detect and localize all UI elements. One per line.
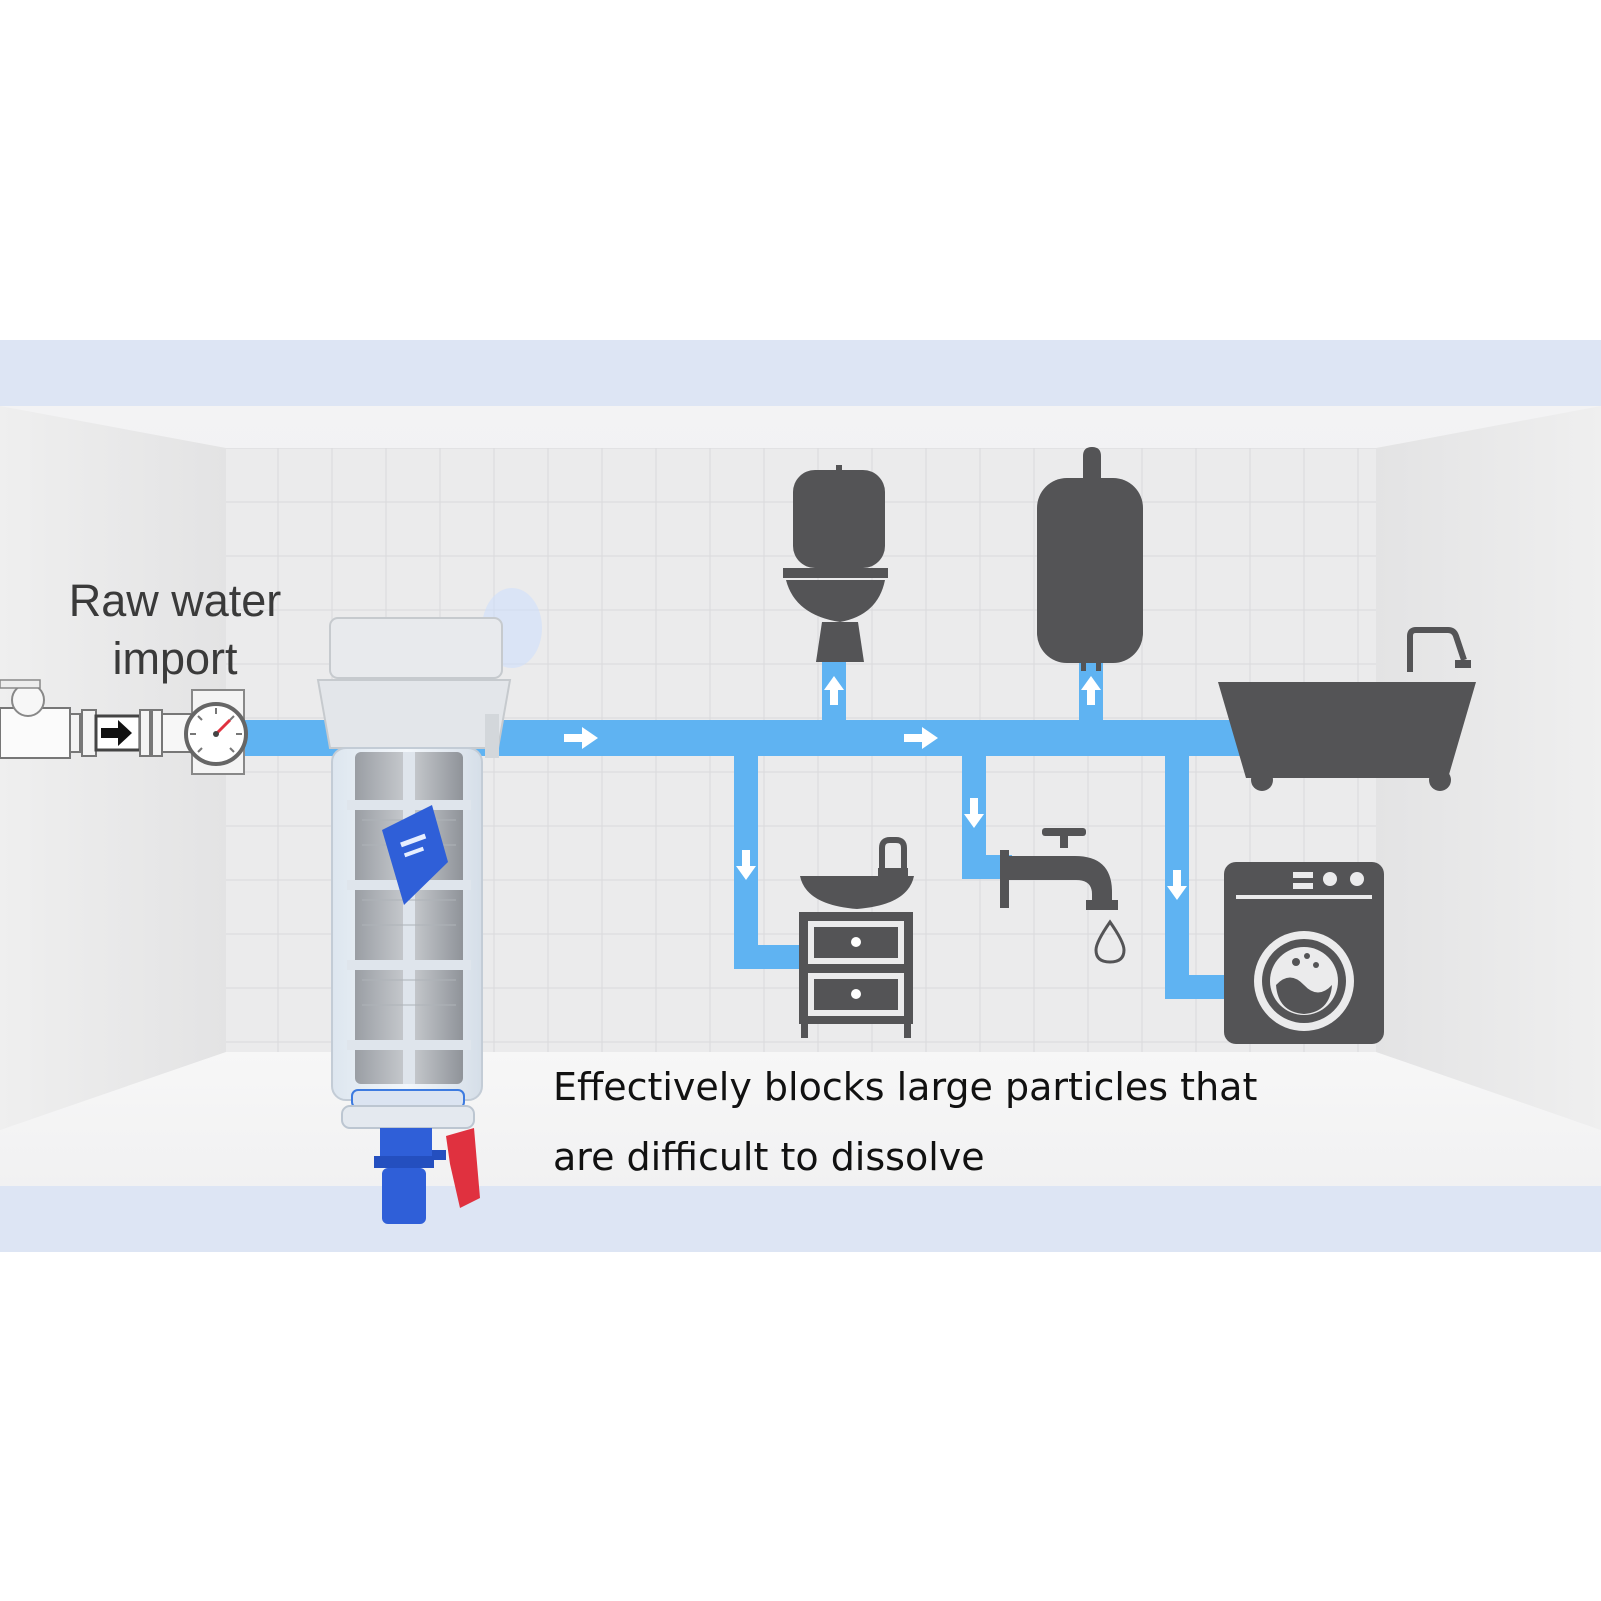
right-side-wall — [1376, 406, 1601, 1130]
arrow-right-icon — [101, 720, 132, 746]
arrow-right-icon — [904, 727, 938, 749]
water-drop-icon — [1094, 919, 1126, 964]
water-heater-icon — [1037, 447, 1143, 671]
arrow-up-icon — [824, 676, 844, 705]
arrow-down-icon — [1167, 870, 1187, 900]
sink-cabinet-icon — [799, 837, 914, 1038]
filter-label-badge — [382, 805, 448, 905]
flow-arrows — [564, 676, 1187, 900]
raw-water-label-line1: Raw water — [68, 575, 282, 626]
toilet-icon — [783, 465, 888, 662]
bathtub-icon — [1218, 627, 1476, 791]
inlet-assembly — [0, 679, 248, 775]
faucet-icon — [1000, 828, 1126, 964]
arrow-right-icon — [564, 727, 598, 749]
top-band — [0, 340, 1601, 406]
arrow-up-icon — [1081, 676, 1101, 705]
arrow-down-icon — [964, 798, 984, 828]
caption: Effectively blocks large particles that … — [553, 1052, 1313, 1192]
filter-housing-icon — [316, 588, 542, 1224]
caption-line2: are difficult to dissolve — [553, 1135, 985, 1179]
bottom-band — [0, 1186, 1601, 1252]
caption-line1: Effectively blocks large particles that — [553, 1065, 1258, 1109]
raw-water-import-label: Raw water import — [40, 572, 310, 688]
raw-water-label-line2: import — [112, 633, 238, 684]
arrow-down-icon — [736, 850, 756, 880]
washing-machine-icon — [1224, 862, 1384, 1044]
left-side-wall — [0, 406, 226, 1130]
